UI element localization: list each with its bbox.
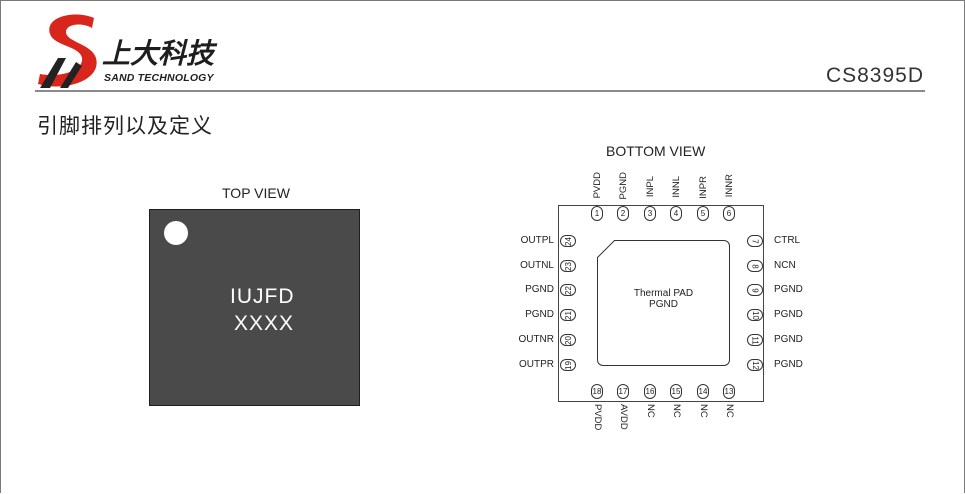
top-view-label: TOP VIEW [222, 185, 290, 201]
bottom-view-label: BOTTOM VIEW [606, 143, 706, 159]
pin-label-11: PGND [774, 334, 803, 345]
pin-pad-15: 15 [670, 384, 682, 399]
pin-label-21: PGND [525, 309, 554, 320]
pin-label-2: PGND [618, 172, 629, 200]
pin-pad-14: 14 [697, 384, 709, 399]
pin-pad-12: 12 [747, 359, 763, 371]
pin-pad-17: 17 [617, 384, 629, 399]
pin-label-6: INNR [724, 174, 735, 198]
pin1-indicator [164, 221, 188, 245]
pin-pad-18: 18 [591, 384, 603, 399]
pin-pad-4: 4 [670, 206, 682, 221]
pin-label-10: PGND [774, 309, 803, 320]
pin-label-16: NC [645, 404, 656, 418]
pin-pad-21: 21 [560, 309, 576, 321]
pin-pad-13: 13 [723, 384, 735, 399]
pin-pad-9: 9 [747, 284, 763, 296]
pin-pad-16: 16 [644, 384, 656, 399]
pin-pad-6: 6 [723, 206, 735, 221]
section-title: 引脚排列以及定义 [37, 114, 213, 138]
logo-s-mark-icon [38, 14, 97, 88]
pin-pad-19: 19 [560, 359, 576, 371]
pin-pad-5: 5 [697, 206, 709, 221]
logo-english-text: SAND TECHNOLOGY [104, 72, 214, 84]
pin-label-24: OUTPL [520, 235, 554, 246]
pin-label-9: PGND [774, 284, 803, 295]
pin-label-17: AVDD [618, 404, 629, 430]
pin-label-5: INPR [698, 176, 709, 199]
pin-label-18: PVDD [592, 404, 603, 431]
pin-label-23: OUTNL [520, 260, 554, 271]
thermal-pad-line1: Thermal PAD [633, 288, 694, 299]
pin-label-13: NC [724, 404, 735, 418]
thermal-pad [597, 240, 730, 366]
thermal-pad-line2: PGND [649, 299, 678, 310]
pin-pad-7: 7 [747, 235, 763, 247]
pin-label-14: NC [698, 404, 709, 418]
thermal-pad-bevel [597, 240, 616, 259]
pin-pad-10: 10 [747, 309, 763, 321]
pin-pad-23: 23 [560, 260, 576, 272]
chip-marking-line2: XXXX [234, 312, 295, 335]
pin-pad-1: 1 [591, 206, 603, 221]
pin-pad-24: 24 [560, 235, 576, 247]
chip-top-view: IUJFD XXXX [149, 209, 360, 406]
header-divider [35, 90, 925, 92]
pin-pad-3: 3 [644, 206, 656, 221]
pin-label-12: PGND [774, 359, 803, 370]
pin-label-8: NCN [774, 260, 796, 271]
pin-label-7: CTRL [774, 235, 801, 246]
pin-label-19: OUTPR [519, 359, 554, 370]
pin-label-20: OUTNR [518, 334, 554, 345]
pin-label-3: INPL [645, 176, 656, 198]
pin-label-4: INNL [671, 176, 682, 198]
logo-chinese-text: 上大科技 [102, 37, 215, 70]
pin-label-22: PGND [525, 284, 554, 295]
pin-pad-22: 22 [560, 284, 576, 296]
thermal-pad-label: Thermal PAD PGND [597, 288, 730, 310]
chip-marking-line1: IUJFD [230, 285, 295, 308]
pin-pad-8: 8 [747, 260, 763, 272]
part-number: CS8395D [825, 64, 924, 87]
company-logo: 上大科技 SAND TECHNOLOGY [36, 12, 216, 90]
pin-label-1: PVDD [592, 172, 603, 199]
pin-pad-20: 20 [560, 334, 576, 346]
pin-pad-11: 11 [747, 334, 763, 346]
pin-label-15: NC [671, 404, 682, 418]
pin-pad-2: 2 [617, 206, 629, 221]
